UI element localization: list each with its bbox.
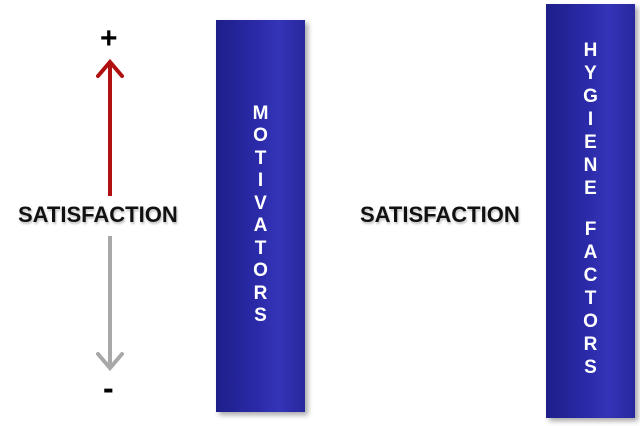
hygiene-letter: N <box>583 155 598 176</box>
hygiene-letter: G <box>583 86 598 107</box>
motivators-letter: A <box>253 215 268 236</box>
satisfaction-label-right: SATISFACTION <box>360 202 520 227</box>
motivators-letter: T <box>254 237 267 259</box>
motivators-letter: V <box>254 192 267 214</box>
hygiene-letter: H <box>583 40 598 61</box>
up-arrow-icon <box>96 58 124 196</box>
hygiene-letter: A <box>583 242 598 263</box>
plus-sign: + <box>100 22 118 55</box>
motivators-letter: R <box>253 282 268 304</box>
minus-sign: - <box>103 370 114 406</box>
hygiene-letter: R <box>583 334 598 355</box>
hygiene-letter: E <box>584 132 597 153</box>
motivators-letter: S <box>254 305 267 326</box>
satisfaction-scale-arrows <box>96 58 124 372</box>
down-arrow-icon <box>96 236 124 372</box>
hygiene-letter: F <box>584 219 597 240</box>
hygiene-letter: S <box>584 357 597 378</box>
motivators-letter: O <box>253 125 268 146</box>
hygiene-letter: O <box>583 311 598 332</box>
motivators-letter: M <box>252 102 269 124</box>
motivators-letter: O <box>253 260 268 281</box>
motivators-letter: I <box>257 170 264 191</box>
hygiene-letter: I <box>587 109 594 130</box>
motivators-letter: T <box>254 147 267 169</box>
hygiene-letter: E <box>584 178 597 199</box>
hygiene-letter: Y <box>584 63 597 84</box>
hygiene-letter: C <box>583 265 598 286</box>
satisfaction-label-left: SATISFACTION <box>18 202 178 227</box>
hygiene-letter: T <box>584 288 597 309</box>
